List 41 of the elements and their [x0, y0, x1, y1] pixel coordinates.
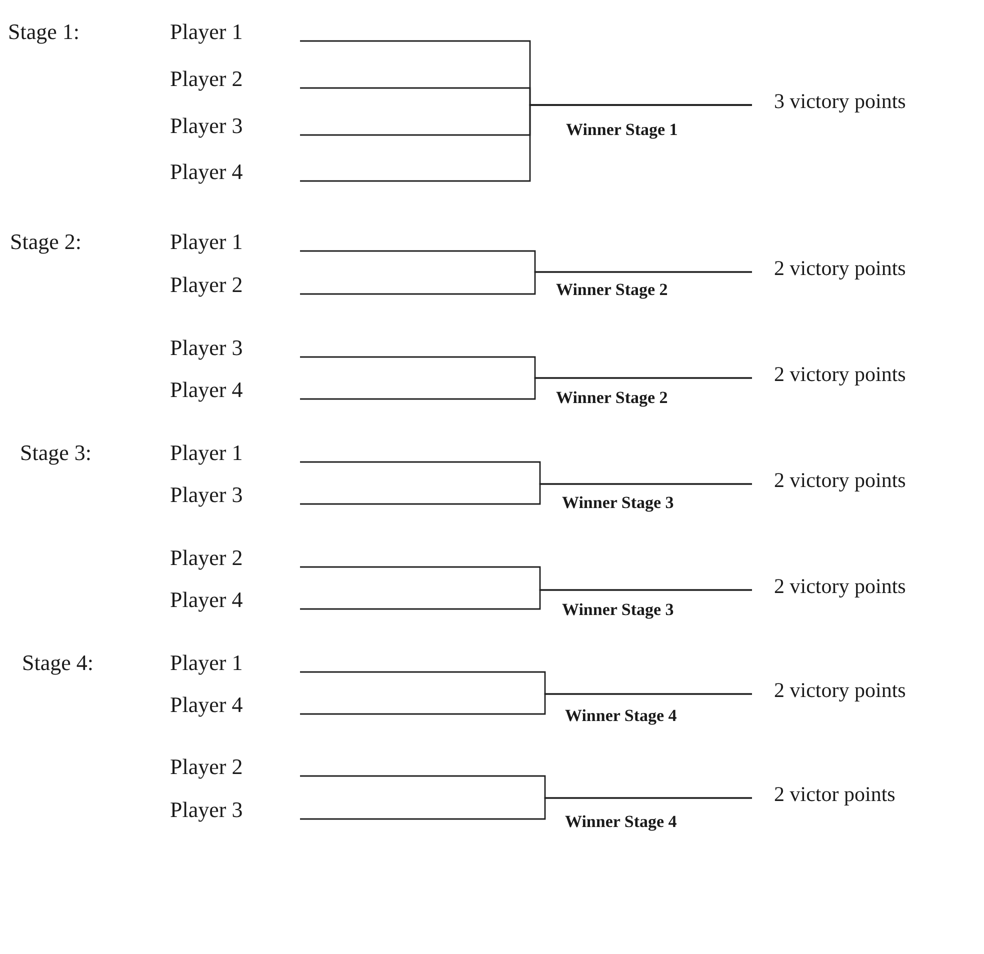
points-text: 3 victory points — [752, 87, 906, 115]
winner-label: Winner Stage 2 — [556, 280, 668, 300]
winner-label: Winner Stage 4 — [565, 706, 677, 726]
player-name: Player 2 — [170, 753, 300, 781]
bracket-line — [300, 104, 752, 182]
winner-label: Winner Stage 1 — [566, 120, 678, 140]
points-text: 2 victory points — [752, 254, 906, 282]
points-text: 2 victory points — [752, 572, 906, 600]
player-name: Player 4 — [170, 691, 300, 719]
bracket-line — [300, 483, 752, 505]
player-name: Player 2 — [170, 544, 300, 572]
player-name: Player 1 — [170, 228, 300, 256]
player-name: Player 1 — [170, 18, 300, 46]
player-name: Player 1 — [170, 439, 300, 467]
player-name: Player 4 — [170, 586, 300, 614]
stage-label: Stage 3: — [20, 439, 92, 467]
bracket-line — [300, 693, 752, 715]
winner-label: Winner Stage 2 — [556, 388, 668, 408]
winner-label: Winner Stage 3 — [562, 600, 674, 620]
player-name: Player 3 — [170, 334, 300, 362]
bracket-line — [300, 377, 752, 400]
player-name: Player 4 — [170, 158, 300, 186]
player-name: Player 3 — [170, 481, 300, 509]
player-name: Player 3 — [170, 112, 300, 140]
stage-label: Stage 4: — [22, 649, 94, 677]
points-text: 2 victor points — [752, 780, 896, 808]
winner-label: Winner Stage 4 — [565, 812, 677, 832]
player-name: Player 3 — [170, 796, 300, 824]
points-text: 2 victory points — [752, 466, 906, 494]
winner-label: Winner Stage 3 — [562, 493, 674, 513]
bracket-line — [300, 589, 752, 610]
points-text: 2 victory points — [752, 676, 906, 704]
bracket-line — [300, 271, 752, 295]
player-name: Player 2 — [170, 65, 300, 93]
stage-label: Stage 1: — [8, 18, 80, 46]
player-name: Player 4 — [170, 376, 300, 404]
player-name: Player 2 — [170, 271, 300, 299]
player-name: Player 1 — [170, 649, 300, 677]
bracket-line — [300, 797, 752, 820]
points-text: 2 victory points — [752, 360, 906, 388]
stage-label: Stage 2: — [10, 228, 82, 256]
